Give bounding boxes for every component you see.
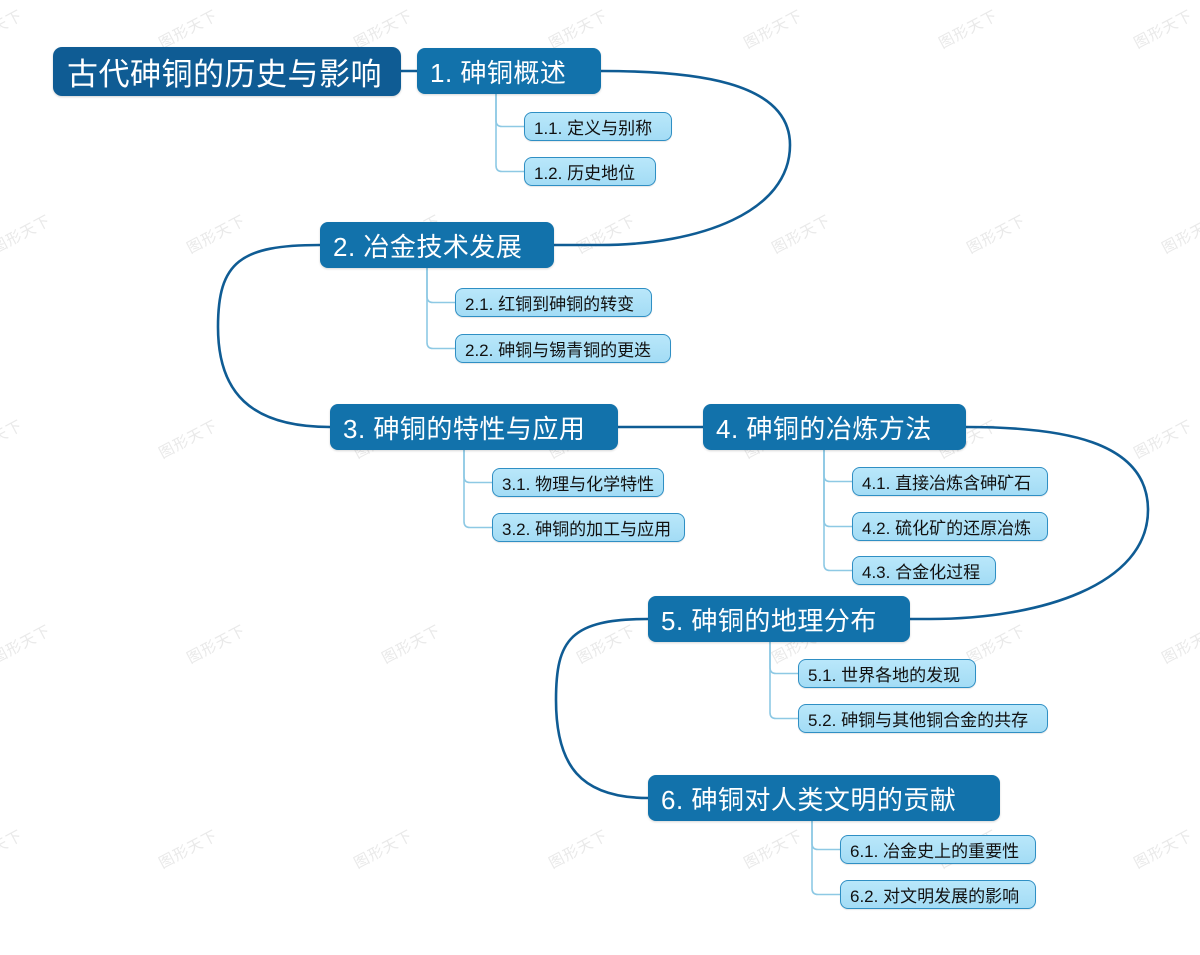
leaf-connector — [426, 267, 456, 350]
leaf-connector — [463, 449, 493, 529]
watermark-text: 图形天下 — [963, 621, 1029, 668]
leaf-connector — [823, 449, 853, 572]
leaf-node-b6-1[interactable]: 6.1. 冶金史上的重要性 — [840, 835, 1036, 864]
watermark-text: 图形天下 — [0, 621, 54, 668]
branch-node-b2[interactable]: 2. 冶金技术发展 — [320, 222, 554, 268]
leaf-node-b5-2[interactable]: 5.2. 砷铜与其他铜合金的共存 — [798, 704, 1048, 733]
watermark-text: 图形天下 — [378, 621, 444, 668]
watermark-text: 图形天下 — [183, 211, 249, 258]
watermark-text: 图形天下 — [155, 416, 221, 463]
watermark-text: 图形天下 — [573, 211, 639, 258]
watermark-text: 图形天下 — [1130, 826, 1196, 873]
root-node[interactable]: 古代砷铜的历史与影响 — [53, 47, 401, 96]
leaf-node-label: 3.2. 砷铜的加工与应用 — [502, 520, 672, 539]
leaf-connector — [823, 449, 853, 483]
leaf-node-label: 2.2. 砷铜与锡青铜的更迭 — [465, 341, 652, 360]
leaf-node-label: 1.1. 定义与别称 — [534, 119, 653, 138]
leaf-connector — [495, 93, 525, 128]
watermark-text: 图形天下 — [1158, 621, 1200, 668]
watermark-text: 图形天下 — [0, 211, 54, 258]
leaf-node-b4-2[interactable]: 4.2. 硫化矿的还原冶炼 — [852, 512, 1048, 541]
branch-node-b1[interactable]: 1. 砷铜概述 — [417, 48, 601, 94]
leaf-connector — [769, 641, 799, 675]
leaf-node-label: 2.1. 红铜到砷铜的转变 — [465, 295, 635, 314]
leaf-node-label: 5.2. 砷铜与其他铜合金的共存 — [808, 711, 1029, 730]
leaf-connector — [811, 820, 841, 896]
leaf-node-label: 4.2. 硫化矿的还原冶炼 — [862, 519, 1032, 538]
leaf-node-b1-2[interactable]: 1.2. 历史地位 — [524, 157, 656, 186]
branch-node-label: 2. 冶金技术发展 — [333, 231, 523, 262]
leaf-node-b5-1[interactable]: 5.1. 世界各地的发现 — [798, 659, 976, 688]
leaf-node-label: 6.2. 对文明发展的影响 — [850, 887, 1020, 906]
leaf-node-label: 4.3. 合金化过程 — [862, 563, 981, 582]
leaf-node-label: 5.1. 世界各地的发现 — [808, 666, 961, 685]
watermark-text: 图形天下 — [0, 6, 26, 53]
watermark-text: 图形天下 — [155, 826, 221, 873]
leaf-connector — [495, 93, 525, 173]
leaf-connector — [811, 820, 841, 851]
branch-node-label: 5. 砷铜的地理分布 — [661, 605, 877, 636]
branch-node-label: 1. 砷铜概述 — [430, 57, 567, 88]
leaf-connector — [463, 449, 493, 484]
watermark-text: 图形天下 — [0, 416, 26, 463]
leaf-connector — [426, 267, 456, 304]
leaf-node-label: 4.1. 直接冶炼含砷矿石 — [862, 474, 1032, 493]
watermark-text: 图形天下 — [1158, 211, 1200, 258]
leaf-node-b4-1[interactable]: 4.1. 直接冶炼含砷矿石 — [852, 467, 1048, 496]
watermark-text: 图形天下 — [545, 826, 611, 873]
branch-node-b4[interactable]: 4. 砷铜的冶炼方法 — [703, 404, 966, 450]
leaf-node-b2-2[interactable]: 2.2. 砷铜与锡青铜的更迭 — [455, 334, 671, 363]
watermark-text: 图形天下 — [740, 6, 806, 53]
watermark-text: 图形天下 — [935, 6, 1001, 53]
branch-connector-b2-to-b3 — [216, 243, 332, 429]
watermark-text: 图形天下 — [350, 826, 416, 873]
watermark-text: 图形天下 — [1130, 416, 1196, 463]
branch-node-b6[interactable]: 6. 砷铜对人类文明的贡献 — [648, 775, 1000, 821]
watermark-text: 图形天下 — [740, 826, 806, 873]
leaf-node-b3-2[interactable]: 3.2. 砷铜的加工与应用 — [492, 513, 685, 542]
leaf-node-label: 1.2. 历史地位 — [534, 164, 636, 183]
leaf-node-b2-1[interactable]: 2.1. 红铜到砷铜的转变 — [455, 288, 652, 317]
branch-node-label: 3. 砷铜的特性与应用 — [343, 413, 586, 444]
branch-node-b5[interactable]: 5. 砷铜的地理分布 — [648, 596, 910, 642]
branch-node-label: 4. 砷铜的冶炼方法 — [716, 413, 932, 444]
watermark-text: 图形天下 — [963, 211, 1029, 258]
leaf-node-b4-3[interactable]: 4.3. 合金化过程 — [852, 556, 996, 585]
watermark-text: 图形天下 — [768, 211, 834, 258]
root-node-label: 古代砷铜的历史与影响 — [67, 57, 382, 92]
branch-node-b3[interactable]: 3. 砷铜的特性与应用 — [330, 404, 618, 450]
leaf-connector — [823, 449, 853, 528]
watermark-text: 图形天下 — [183, 621, 249, 668]
leaf-node-b6-2[interactable]: 6.2. 对文明发展的影响 — [840, 880, 1036, 909]
leaf-connector — [769, 641, 799, 720]
watermark-text: 图形天下 — [0, 826, 26, 873]
leaf-node-b3-1[interactable]: 3.1. 物理与化学特性 — [492, 468, 664, 497]
leaf-node-label: 6.1. 冶金史上的重要性 — [850, 842, 1020, 861]
leaf-node-label: 3.1. 物理与化学特性 — [502, 475, 655, 494]
watermark-text: 图形天下 — [1130, 6, 1196, 53]
leaf-node-b1-1[interactable]: 1.1. 定义与别称 — [524, 112, 672, 141]
branch-connector-b5-to-b6 — [554, 617, 650, 800]
branch-node-label: 6. 砷铜对人类文明的贡献 — [661, 784, 957, 815]
